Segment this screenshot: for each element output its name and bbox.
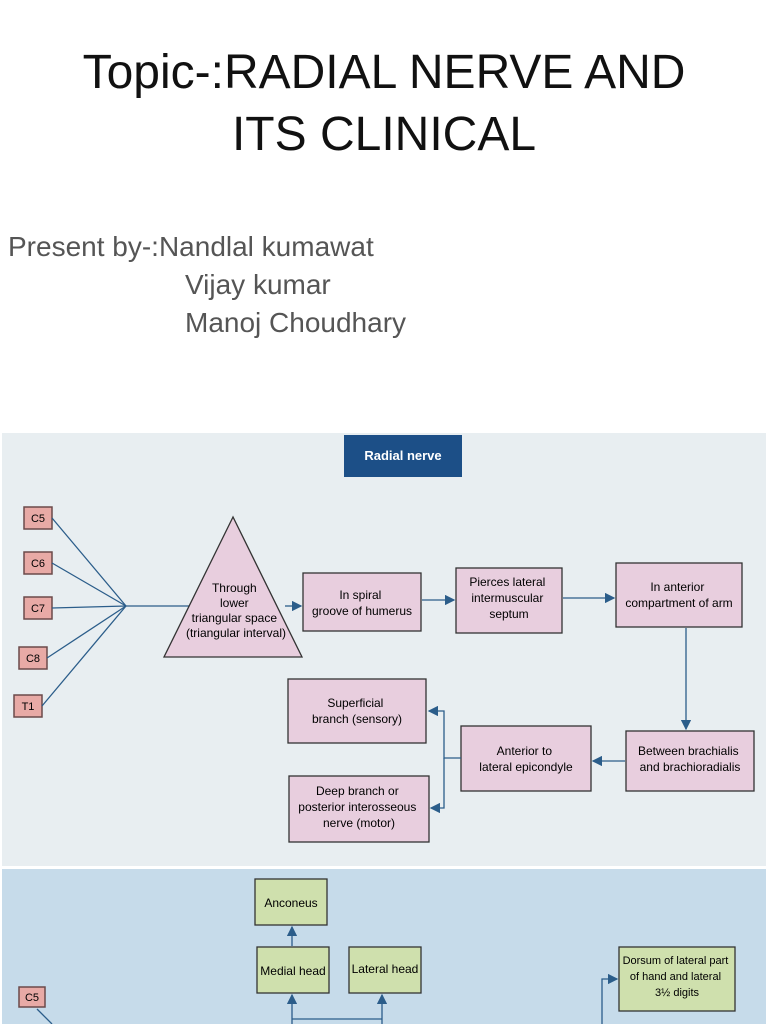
anterior-compartment-box: [615, 562, 743, 628]
svg-text:C5: C5: [31, 513, 45, 525]
deep-label: Deep branch or posterior interosseous ne…: [298, 784, 419, 830]
presenters: Present by-:Nandlal kumawat Vijay kumar …: [8, 228, 406, 342]
branches-diagram: Anconeus Medial head Lateral head Dorsum…: [2, 869, 766, 1024]
svg-text:C6: C6: [31, 558, 45, 570]
triangle-label: Through lower triangular space (triangul…: [186, 581, 286, 640]
root-connectors: [41, 517, 202, 707]
root-c8: C8: [18, 646, 48, 670]
presenter-name: Manoj Choudhary: [185, 307, 407, 338]
between-box: [625, 730, 755, 792]
presenter-label: Present by-:Nandlal kumawat: [8, 231, 374, 262]
svg-text:T1: T1: [22, 701, 35, 713]
anconeus-box: [254, 878, 328, 926]
deep-box: [288, 775, 430, 843]
radial-nerve-svg: Radial nerve C5 C6 C7 C8 T1: [13, 435, 755, 843]
triangle-box: [162, 515, 304, 658]
pierces-box: [455, 567, 563, 634]
flow-arrows: [285, 592, 692, 814]
root-c5-lower: C5: [18, 986, 46, 1008]
root-c6: C6: [23, 551, 53, 575]
dorsum-label: Dorsum of lateral part of hand and later…: [623, 955, 732, 999]
title-line-2: ITS CLINICAL: [231, 108, 537, 161]
title-line-1: Topic-:RADIAL NERVE AND: [82, 46, 686, 99]
superficial-label: Superficial branch (sensory): [312, 696, 402, 726]
root-c7: C7: [23, 596, 53, 620]
medial-head-label: Medial head: [260, 964, 325, 978]
superficial-box: [287, 678, 427, 744]
root-c5: C5: [23, 506, 53, 530]
slide-title: Topic-:RADIAL NERVE AND ITS CLINICAL: [0, 42, 768, 166]
root-t1: T1: [13, 694, 43, 718]
between-label: Between brachialis and brachioradialis: [638, 744, 742, 774]
svg-text:C8: C8: [26, 653, 40, 665]
pierces-label: Pierces lateral intermuscular septum: [469, 575, 548, 621]
anterior-compartment-label: In anterior compartment of arm: [625, 580, 732, 610]
svg-text:C7: C7: [31, 603, 45, 615]
epicondyle-box: [460, 725, 592, 792]
svg-text:C5: C5: [25, 992, 39, 1004]
spiral-label: In spiral groove of humerus: [312, 588, 412, 618]
lateral-head-label: Lateral head: [352, 962, 419, 976]
anconeus-label: Anconeus: [264, 896, 317, 910]
spiral-box: [302, 572, 422, 632]
diagram-header-box: [344, 435, 462, 477]
presenter-name: Vijay kumar: [185, 269, 331, 300]
diagram-header: Radial nerve: [364, 448, 441, 463]
epicondyle-label: Anterior to lateral epicondyle: [479, 744, 573, 774]
branches-svg: Anconeus Medial head Lateral head Dorsum…: [18, 878, 736, 1024]
lateral-head-box: [348, 946, 422, 994]
branch-connectors: [36, 925, 619, 1024]
radial-nerve-diagram: Radial nerve C5 C6 C7 C8 T1: [2, 433, 766, 866]
dorsum-box: [618, 946, 736, 1012]
medial-head-box: [256, 946, 330, 994]
